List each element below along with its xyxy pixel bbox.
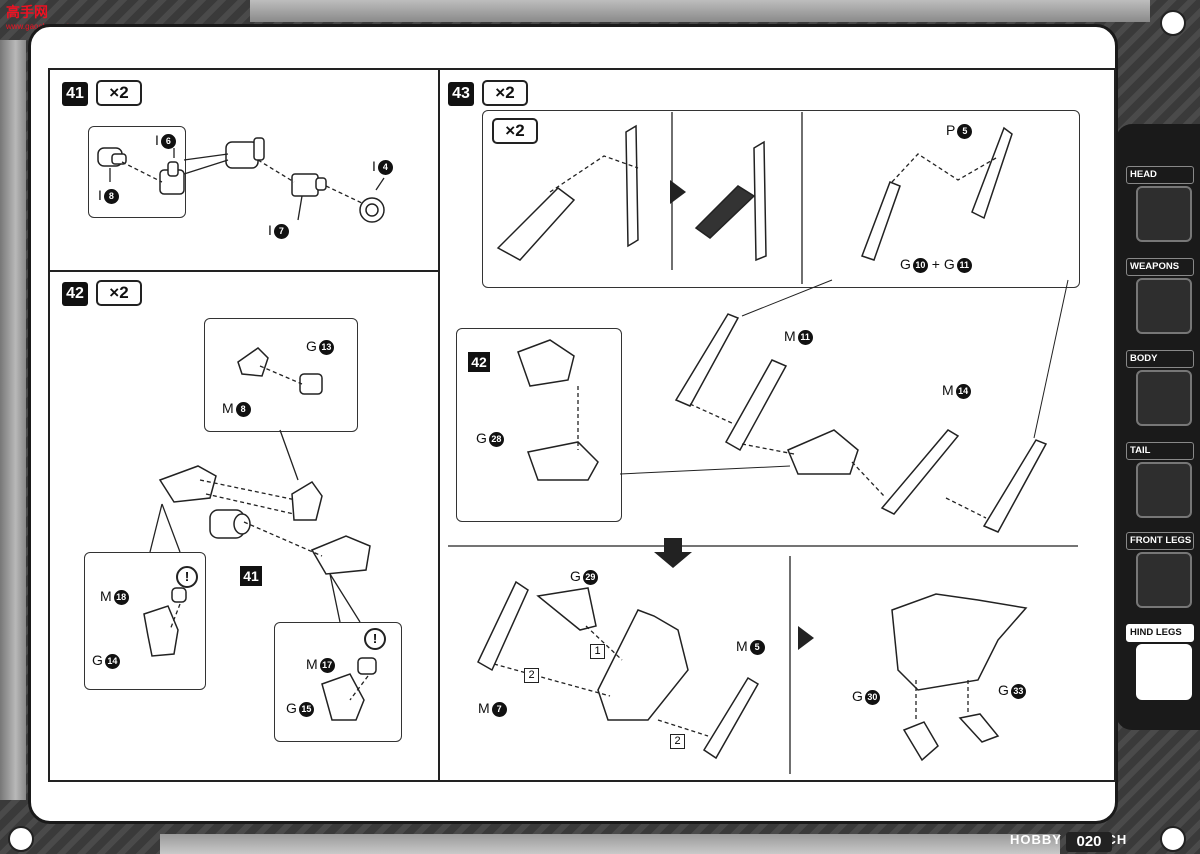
left-metal-strip — [0, 40, 26, 800]
head-thumbnail-icon — [1136, 186, 1192, 242]
weapons-thumbnail-icon — [1136, 278, 1192, 334]
order-marker: 2 — [524, 668, 539, 683]
front-legs-thumbnail-icon — [1136, 552, 1192, 608]
corner-bolt-icon — [8, 826, 34, 852]
subassembly-ref-42: 42 — [468, 352, 490, 372]
page-number: 020 — [1066, 832, 1112, 852]
step-43-panel: 43 ×2 ×2 — [438, 70, 1114, 780]
bottom-metal-strip — [160, 834, 1060, 854]
tail-thumbnail-icon — [1136, 462, 1192, 518]
body-thumbnail-icon — [1136, 370, 1192, 426]
step-42-panel: 42 ×2 — [50, 270, 440, 780]
sidebar-tab-tail[interactable]: TAIL — [1126, 442, 1194, 518]
hind-legs-thumbnail-icon — [1136, 644, 1192, 700]
step-41-panel: 41 ×2 — [50, 70, 440, 272]
sidebar-tab-head[interactable]: HEAD — [1126, 166, 1194, 242]
subassembly-ref-41: 41 — [240, 566, 262, 586]
step-41-diagram — [97, 137, 385, 223]
step-number: 41 — [62, 82, 88, 106]
step-43-diagram — [448, 112, 1078, 774]
section-sidebar: HEAD WEAPONS BODY TAIL FRONT LEGS HIND L… — [1116, 124, 1200, 730]
corner-bolt-icon — [1160, 10, 1186, 36]
multiplier-badge: ×2 — [482, 80, 528, 106]
sidebar-tab-hind-legs[interactable]: HIND LEGS — [1126, 624, 1194, 700]
order-marker: 1 — [590, 644, 605, 659]
caution-icon: ! — [176, 566, 198, 588]
sidebar-tab-front-legs[interactable]: FRONT LEGS — [1126, 532, 1194, 608]
caution-icon: ! — [364, 628, 386, 650]
instruction-panels: 41 ×2 — [48, 68, 1116, 782]
sidebar-tab-body[interactable]: BODY — [1126, 350, 1194, 426]
sidebar-tab-weapons[interactable]: WEAPONS — [1126, 258, 1194, 334]
corner-bolt-icon — [1160, 826, 1186, 852]
multiplier-badge: ×2 — [96, 80, 142, 106]
step-number: 43 — [448, 82, 474, 106]
multiplier-badge: ×2 — [96, 280, 142, 306]
inset-multiplier-badge: ×2 — [492, 118, 538, 144]
step-number: 42 — [62, 282, 88, 306]
order-marker: 2 — [670, 734, 685, 749]
top-metal-strip — [250, 0, 1150, 22]
step-42-diagram — [143, 347, 377, 721]
